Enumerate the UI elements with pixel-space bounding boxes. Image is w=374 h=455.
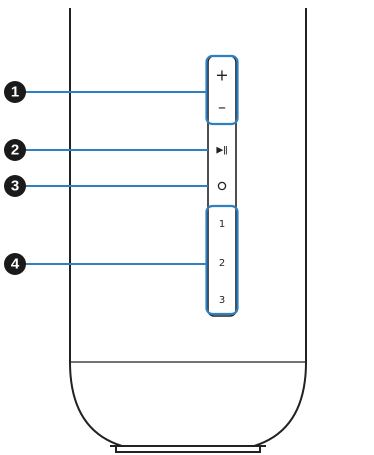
callout-number: 4 [11, 256, 20, 273]
volume-up-button[interactable]: + [215, 66, 228, 85]
callout-badge [4, 139, 26, 161]
preset-3-button[interactable]: 3 [219, 295, 225, 306]
callout-number: 2 [11, 142, 19, 159]
callout-2: 2 [4, 139, 26, 161]
volume-down-button[interactable]: – [218, 98, 226, 117]
circle-icon[interactable] [217, 181, 227, 191]
preset-highlight [205, 204, 239, 316]
callout-1: 1 [4, 81, 26, 103]
callout-number: 1 [11, 84, 19, 101]
play-pause-button[interactable]: ▶ǁ [216, 146, 227, 156]
callout-badge [4, 175, 26, 197]
callout-number: 3 [11, 178, 19, 195]
callout-badge [4, 253, 26, 275]
leader-lines [22, 91, 208, 265]
volume-highlight [205, 54, 239, 126]
speaker-body [69, 8, 307, 453]
callout-badge [4, 81, 26, 103]
control-panel [207, 55, 237, 317]
preset-2-button[interactable]: 2 [219, 258, 225, 269]
callout-3: 3 [4, 175, 26, 197]
callout-4: 4 [4, 253, 26, 275]
preset-1-button[interactable]: 1 [219, 219, 225, 230]
